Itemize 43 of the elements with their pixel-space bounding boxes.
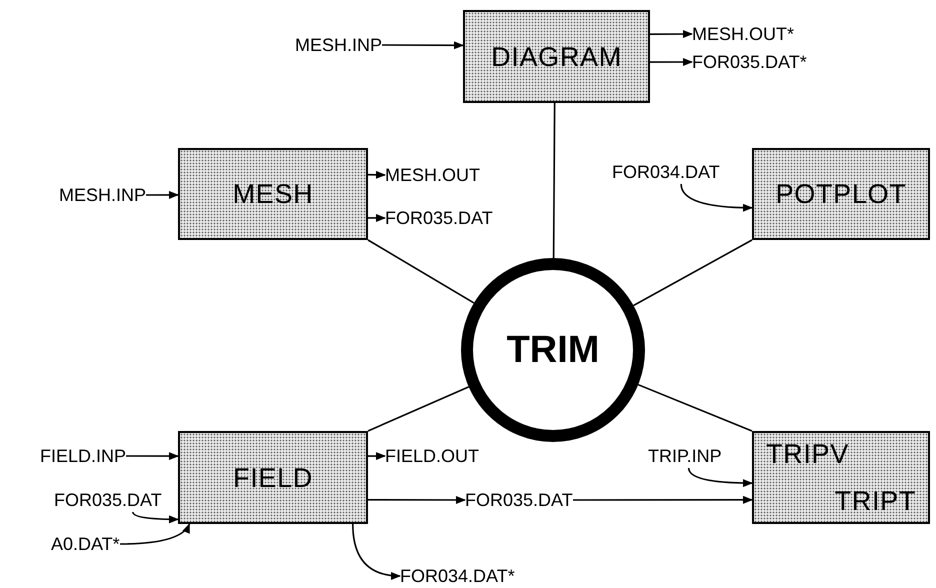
file-name: A0.DAT*: [51, 532, 120, 556]
arrow: [368, 496, 466, 504]
process-box: [752, 431, 930, 524]
file-name: FOR035.DAT: [54, 488, 162, 512]
box-label: TRIPT: [834, 485, 916, 518]
file-name: FOR034.DAT*: [400, 564, 515, 588]
file-name: TRIP.INP: [648, 444, 722, 468]
arrow: [132, 512, 179, 524]
process-box: [178, 148, 368, 240]
arrow: [368, 214, 386, 222]
box-label: DIAGRAM: [491, 40, 622, 74]
arrow: [146, 190, 179, 199]
file-name: FOR034.DAT: [612, 160, 720, 184]
file-name: MESH.OUT: [385, 163, 480, 187]
circle-label: TRIM: [506, 328, 600, 372]
file-name: FIELD.INP: [40, 444, 126, 468]
process-box: [463, 10, 650, 103]
arrow: [573, 496, 753, 504]
box-label: POTPLOT: [776, 178, 906, 211]
arrow: [368, 452, 386, 460]
connector-line: [368, 239, 474, 304]
file-name: MESH.INP: [59, 183, 146, 207]
arrow: [368, 170, 386, 179]
process-box: [752, 148, 930, 240]
arrow: [352, 524, 401, 580]
arrow: [680, 184, 753, 212]
file-name: FOR035.DAT*: [692, 50, 807, 74]
arrow: [120, 523, 190, 545]
file-name: MESH.INP: [295, 33, 382, 57]
arrow: [650, 30, 693, 38]
process-box: [178, 431, 368, 524]
file-name: MESH.OUT*: [692, 22, 794, 46]
box-label: MESH: [232, 178, 314, 211]
file-name: FIELD.OUT: [385, 444, 480, 468]
arrow: [688, 468, 753, 487]
connector-line: [552, 103, 556, 258]
file-name: FOR035.DAT: [385, 206, 493, 230]
arrow: [126, 452, 179, 460]
file-name: FOR035.DAT: [465, 488, 573, 512]
box-label: TRIPV: [766, 438, 849, 471]
box-label: FIELD: [233, 462, 313, 494]
arrow: [382, 41, 464, 50]
arrow: [650, 58, 693, 66]
